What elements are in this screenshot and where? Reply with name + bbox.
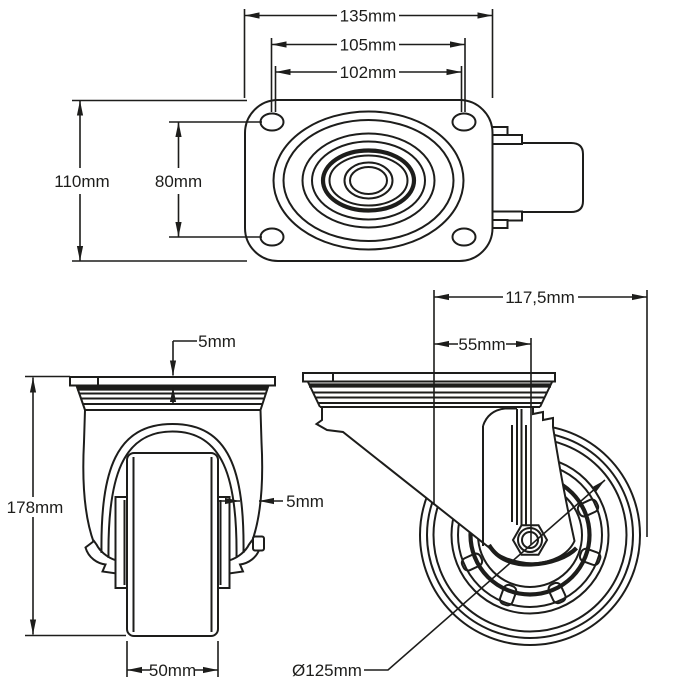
dim-swivel-radius: 117,5mm <box>505 288 575 307</box>
dim-plate-depth: 110mm <box>54 172 109 191</box>
side-view <box>302 372 641 646</box>
dim-fork-thickness: 5mm <box>286 492 324 511</box>
dim-hole-span-inner: 102mm <box>340 63 397 82</box>
dim-swivel-offset: 55mm <box>458 335 505 354</box>
dim-hole-span-vertical: 80mm <box>155 172 202 191</box>
top-view-dimensions: 135mm 105mm 102mm 110mm 80mm <box>54 7 494 262</box>
side-view-dimensions: 117,5mm 55mm Ø125mm <box>292 288 648 680</box>
top-view <box>244 99 584 262</box>
dim-wheel-width: 50mm <box>149 661 196 680</box>
dim-overall-height: 178mm <box>7 498 64 517</box>
dim-plate-width: 135mm <box>340 7 397 26</box>
dim-wheel-diameter: Ø125mm <box>292 661 362 680</box>
dim-hole-span-outer: 105mm <box>340 36 397 55</box>
front-view <box>69 376 276 637</box>
front-view-dimensions: 5mm 178mm 5mm 50mm <box>7 332 324 680</box>
dim-plate-thickness: 5mm <box>198 332 236 351</box>
